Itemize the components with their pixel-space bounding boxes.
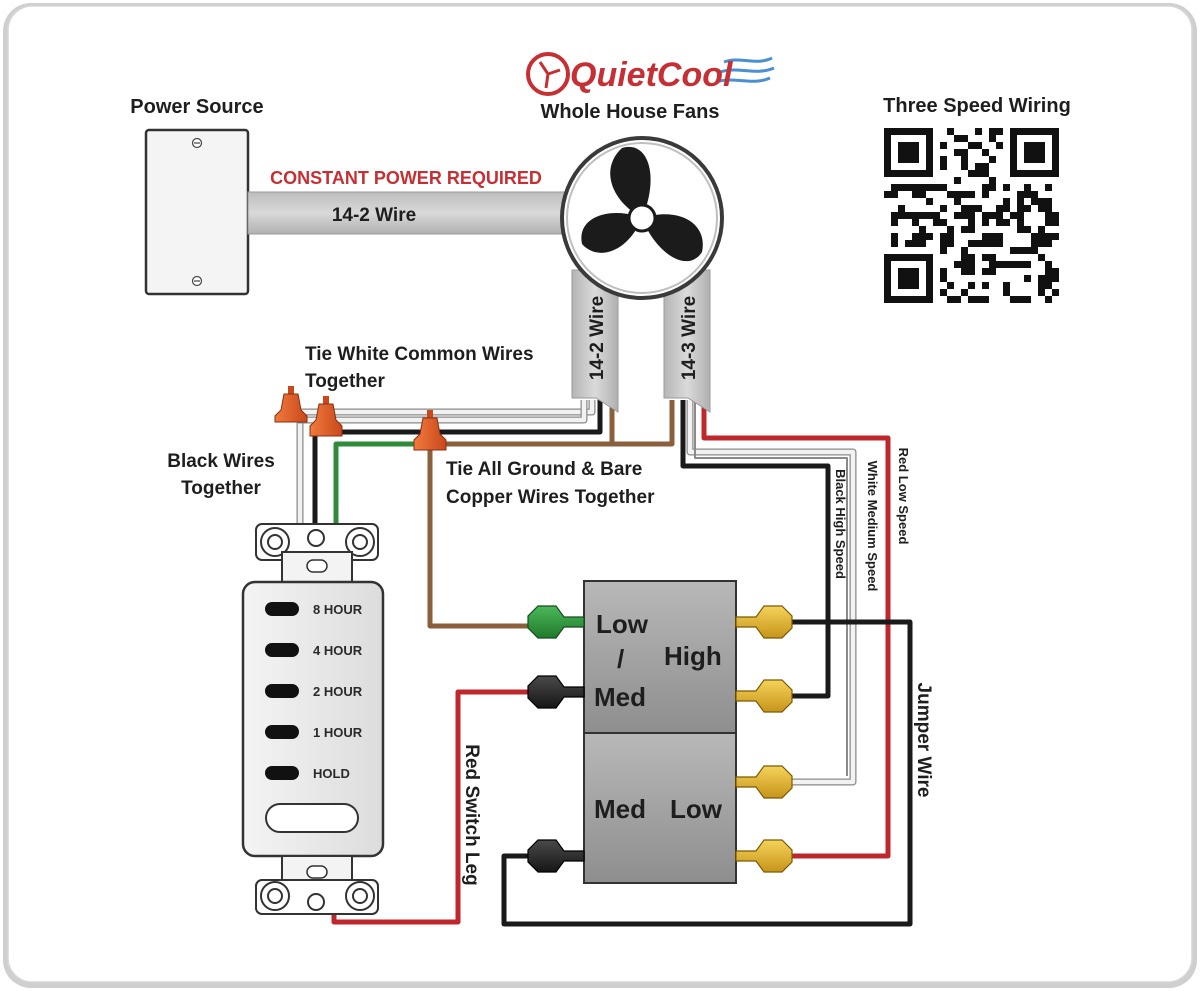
red-low-speed-label: Red Low Speed	[896, 448, 911, 545]
white-medium-speed-wire	[687, 400, 856, 785]
wire-nuts	[274, 386, 447, 451]
black-jumper-connector	[527, 839, 585, 873]
white-medium-speed-label: White Medium Speed	[865, 461, 880, 592]
ground-wire-nut	[413, 410, 447, 451]
power-source-label: Power Source	[130, 96, 263, 118]
yellow-low-connector	[735, 839, 793, 873]
qr-label: Three Speed Wiring	[883, 95, 1071, 117]
yellow-high-speed-connector	[735, 679, 793, 713]
jumper-wire	[501, 619, 913, 927]
timer-switch	[241, 523, 385, 915]
white-note-line1: Tie White Common Wires	[305, 344, 534, 365]
black-high-speed-wire	[680, 400, 831, 699]
power-cable	[247, 191, 569, 235]
yellow-medium-connector	[735, 765, 793, 799]
brand-tagline: Whole House Fans	[541, 101, 720, 123]
black-switch-connector	[527, 675, 585, 709]
relay-top	[583, 580, 737, 734]
relay-top-slash: /	[617, 644, 624, 674]
relay-connectors-right	[735, 605, 793, 873]
timer-option-label: 1 HOUR	[313, 725, 363, 740]
timer-option[interactable]: HOLD	[265, 766, 350, 781]
bare-copper-wire-b	[612, 400, 675, 447]
jumper-wire-label: Jumper Wire	[913, 683, 934, 798]
power-source	[144, 128, 250, 296]
black-note-line2: Together	[181, 478, 261, 499]
relay-bottom	[583, 732, 737, 884]
black-wire-nut	[309, 396, 343, 437]
red-switch-leg-label: Red Switch Leg	[461, 744, 482, 885]
black-high-speed-label: Black High Speed	[833, 469, 848, 579]
timer-options: 8 HOUR 4 HOUR 2 HOUR 1 HOUR HOLD	[265, 602, 363, 781]
brand-logo-text: QuietCool	[570, 56, 734, 94]
yellow-high-connector	[735, 605, 793, 639]
relay-bottom-low: Low	[670, 794, 723, 824]
timer-option[interactable]: 2 HOUR	[265, 684, 363, 699]
relay-top-high: High	[664, 641, 722, 671]
timer-option-label: 4 HOUR	[313, 643, 363, 658]
timer-option-label: HOLD	[313, 766, 350, 781]
ground-to-relay-wire	[427, 444, 528, 629]
relay-top-low: Low	[596, 609, 649, 639]
green-ground-connector	[527, 605, 585, 639]
white-wire-nut	[274, 386, 308, 423]
red-low-speed-wire	[701, 400, 891, 859]
ground-note-line2: Copper Wires Together	[446, 487, 655, 508]
timer-option-label: 8 HOUR	[313, 602, 363, 617]
quietcool-logo	[526, 52, 775, 96]
white-note-line2: Together	[305, 371, 385, 392]
constant-power-warning: CONSTANT POWER REQUIRED	[270, 168, 542, 188]
wires	[296, 400, 913, 927]
timer-option-label: 2 HOUR	[313, 684, 363, 699]
relay-bottom-med: Med	[594, 794, 646, 824]
timer-option[interactable]: 4 HOUR	[265, 643, 363, 658]
relay-connectors-left	[527, 605, 585, 873]
white-common-wire	[297, 400, 595, 540]
relay-top-med: Med	[594, 682, 646, 712]
black-note-line1: Black Wires	[167, 451, 275, 472]
black-line-wire	[312, 400, 603, 540]
fan-cable-b-label: 14-3 Wire	[679, 296, 700, 380]
ground-note-line1: Tie All Ground & Bare	[446, 459, 642, 480]
timer-option[interactable]: 8 HOUR	[265, 602, 363, 617]
power-cable-label: 14-2 Wire	[332, 205, 416, 226]
timer-rocker-button	[265, 803, 359, 833]
qr-code	[882, 126, 1061, 305]
green-ground-wire	[333, 441, 420, 540]
timer-option[interactable]: 1 HOUR	[265, 725, 363, 740]
fan-icon	[560, 136, 724, 300]
power-source-box	[144, 128, 250, 296]
fan-cables	[571, 269, 711, 413]
fan-cable-a-label: 14-2 Wire	[587, 296, 608, 380]
